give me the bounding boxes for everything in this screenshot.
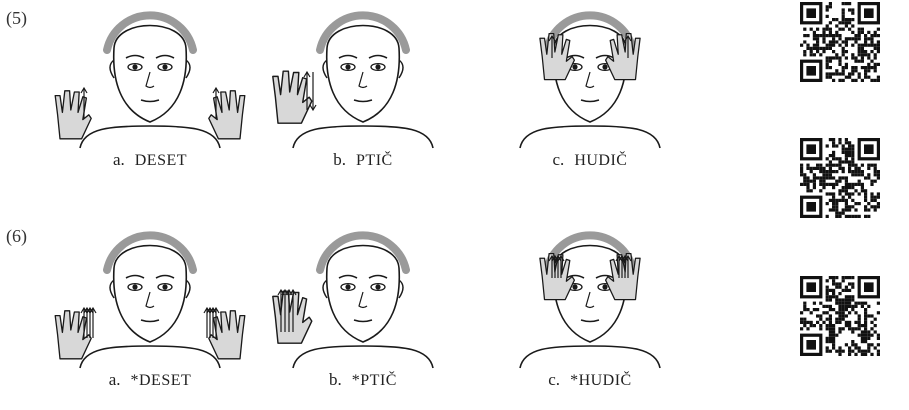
signer-illustration xyxy=(263,220,463,370)
signer-illustration xyxy=(50,0,250,150)
caption-5c: c. HUDIČ xyxy=(490,150,690,170)
caption-gloss: *DESET xyxy=(131,372,192,389)
example-number-5: (5) xyxy=(6,8,27,29)
caption-letter: a. xyxy=(109,370,121,389)
caption-letter: b. xyxy=(329,370,342,389)
signer-illustration xyxy=(50,220,250,370)
qr-code-icon[interactable] xyxy=(800,138,880,218)
caption-5b: b. PTIČ xyxy=(263,150,463,170)
sign-figure-5c: c. HUDIČ xyxy=(490,0,690,190)
caption-gloss: HUDIČ xyxy=(574,152,627,169)
example-number-6: (6) xyxy=(6,226,27,247)
signer-illustration xyxy=(263,0,463,150)
caption-letter: c. xyxy=(553,150,565,169)
signer-illustration xyxy=(490,220,690,370)
signer-illustration xyxy=(490,0,690,150)
sign-figure-5b: b. PTIČ xyxy=(263,0,463,190)
caption-letter: c. xyxy=(548,370,560,389)
caption-6a: a. *DESET xyxy=(50,370,250,390)
sign-figure-5a: a. DESET xyxy=(50,0,250,190)
sign-figure-6a: a. *DESET xyxy=(50,220,250,410)
caption-gloss: *PTIČ xyxy=(352,372,397,389)
caption-letter: b. xyxy=(333,150,346,169)
caption-6c: c. *HUDIČ xyxy=(490,370,690,390)
caption-gloss: PTIČ xyxy=(356,152,393,169)
qr-code-icon[interactable] xyxy=(800,2,880,82)
caption-gloss: DESET xyxy=(135,152,187,169)
qr-code-icon[interactable] xyxy=(800,276,880,356)
sign-figure-6c: c. *HUDIČ xyxy=(490,220,690,410)
sign-figure-6b: b. *PTIČ xyxy=(263,220,463,410)
caption-letter: a. xyxy=(113,150,125,169)
caption-gloss: *HUDIČ xyxy=(570,372,632,389)
caption-5a: a. DESET xyxy=(50,150,250,170)
caption-6b: b. *PTIČ xyxy=(263,370,463,390)
